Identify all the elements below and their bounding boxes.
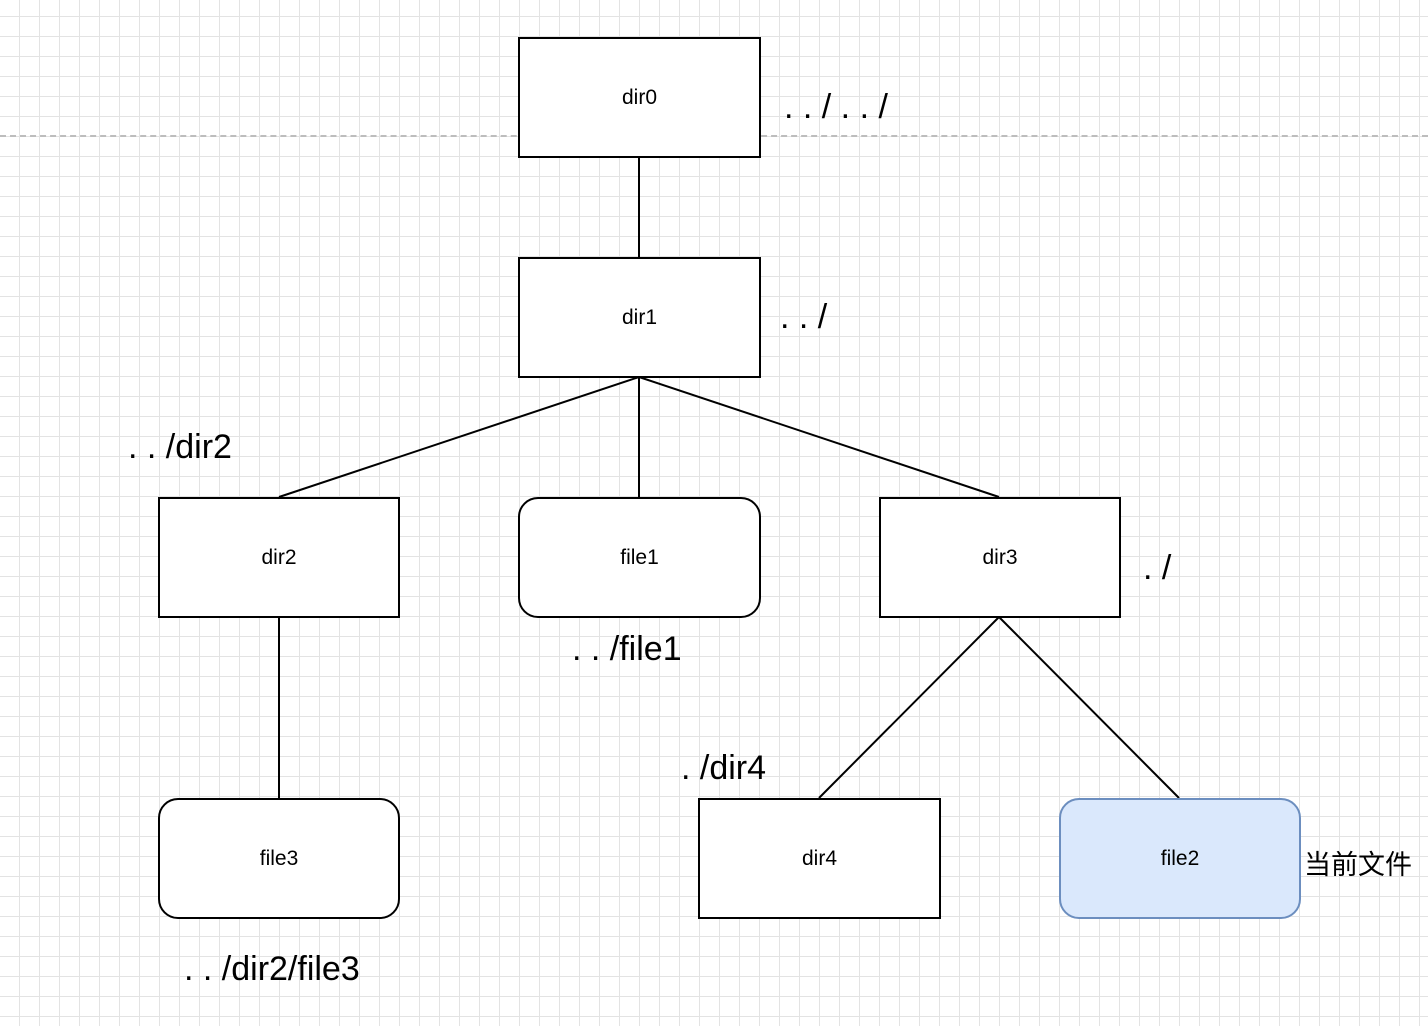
node-dir1[interactable]: dir1	[518, 257, 761, 378]
current-file-label: 当前文件	[1304, 850, 1412, 880]
node-dir2[interactable]: dir2	[158, 497, 400, 618]
node-file3-label: file3	[259, 846, 299, 870]
edge-dir3-file2	[998, 616, 1180, 799]
node-dir3[interactable]: dir3	[879, 497, 1121, 618]
path-label-dir3: . /	[1143, 549, 1172, 587]
node-file2-current[interactable]: file2	[1059, 798, 1301, 919]
path-label-dir1: . . /	[780, 298, 828, 336]
node-file1[interactable]: file1	[518, 497, 761, 618]
node-dir4-label: dir4	[801, 846, 838, 870]
node-dir3-label: dir3	[982, 545, 1018, 569]
node-dir0[interactable]: dir0	[518, 37, 761, 158]
node-dir4[interactable]: dir4	[698, 798, 941, 919]
node-dir1-label: dir1	[621, 305, 658, 329]
edge-dir1-dir2	[278, 376, 640, 498]
path-label-dir2: . . /dir2	[128, 428, 232, 466]
node-file1-label: file1	[620, 545, 659, 569]
path-label-dir0: . . / . . /	[784, 88, 888, 126]
node-file2-label: file2	[1160, 846, 1200, 870]
node-dir2-label: dir2	[261, 545, 297, 569]
path-label-dir4: . /dir4	[681, 749, 767, 787]
path-label-file1: . . /file1	[572, 630, 682, 668]
node-file3[interactable]: file3	[158, 798, 400, 919]
edge-dir1-dir3	[638, 376, 1000, 498]
path-label-file3: . . /dir2/file3	[184, 950, 360, 988]
edge-dir3-dir4	[818, 616, 1000, 799]
node-dir0-label: dir0	[621, 85, 658, 109]
